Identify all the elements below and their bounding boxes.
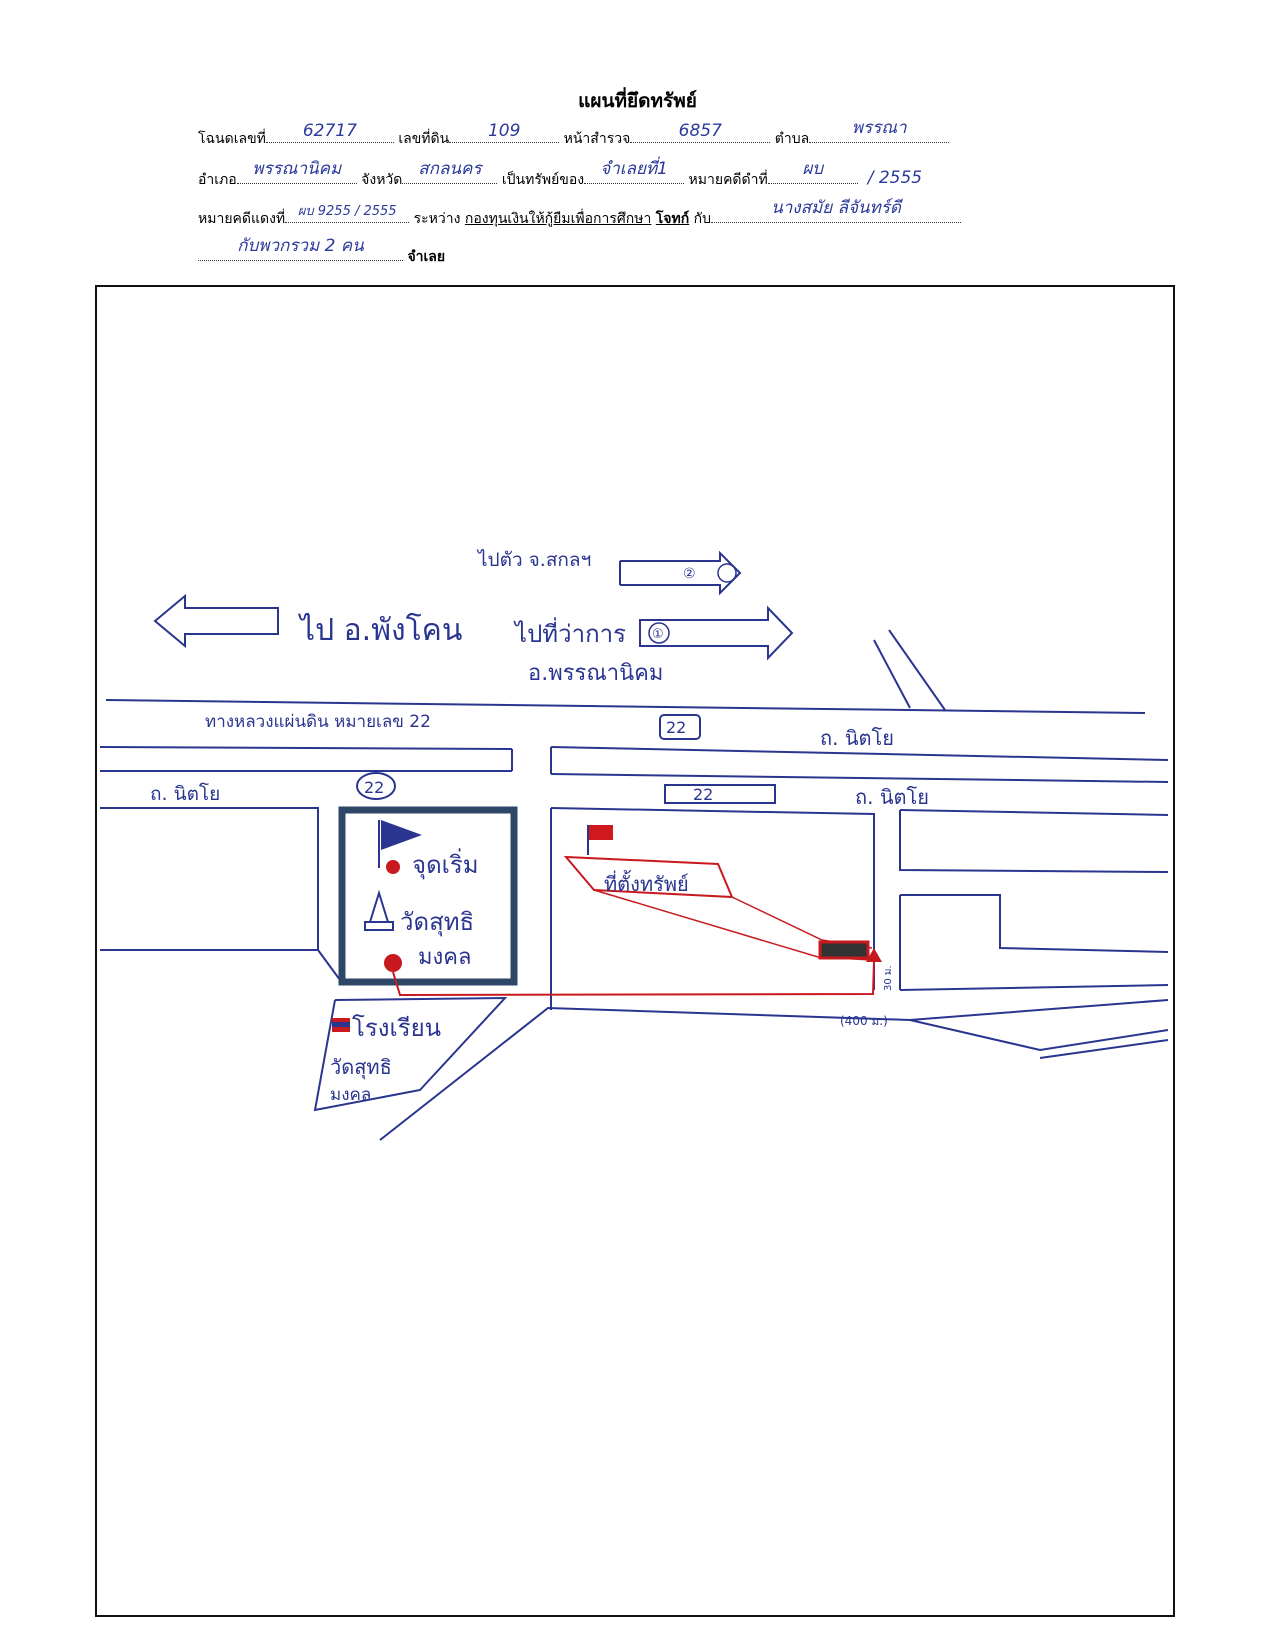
survey-label: หน้าสำรวจ bbox=[563, 131, 631, 147]
school-label: โรงเรียน bbox=[352, 1014, 441, 1042]
temple-name-1: วัดสุทธิ bbox=[400, 908, 474, 937]
black-case-year: / 2555 bbox=[867, 168, 923, 188]
arrow-left-icon bbox=[153, 593, 279, 649]
temple-marker bbox=[384, 954, 402, 972]
route-22-label-left: 22 bbox=[364, 778, 384, 797]
form-line-3: หมายคดีแดงที่ ผบ 9255 / 2555 ระหว่าง กองท… bbox=[198, 198, 962, 230]
route-22-box bbox=[664, 784, 776, 804]
deed-number: 62717 bbox=[302, 121, 357, 141]
to-phang-khon-label: ไป อ.พังโคน bbox=[298, 612, 462, 648]
highway-label: ทางหลวงแผ่นดิน หมายเลข 22 bbox=[205, 712, 431, 732]
short-distance-label: 30 ม. bbox=[883, 965, 894, 991]
survey-number: 6857 bbox=[678, 121, 722, 141]
district-value: พรรณานิคม bbox=[252, 159, 342, 179]
route-22-shield-top bbox=[659, 714, 701, 740]
arrow-to-sakon-icon bbox=[619, 550, 742, 596]
arrow-right-icon bbox=[639, 605, 794, 661]
property-marker bbox=[818, 940, 870, 960]
to-office-label-2: อ.พรรณานิคม bbox=[528, 661, 663, 686]
form-line-4: กับพวกรวม 2 คน จำเลย bbox=[198, 236, 446, 268]
district-label: อำเภอ bbox=[198, 172, 237, 188]
pagoda-icon bbox=[364, 889, 394, 931]
temple-name-2: มงคล bbox=[418, 945, 471, 970]
route-22-label-right: 22 bbox=[693, 785, 713, 804]
subdistrict-value: พรรณา bbox=[851, 118, 907, 138]
property-flag-icon bbox=[587, 825, 613, 855]
between-label: ระหว่าง bbox=[413, 211, 461, 227]
subdistrict-label: ตำบล bbox=[774, 131, 810, 147]
property-location-label: ที่ตั้งทรัพย์ bbox=[604, 870, 689, 896]
owner-value: จำเลยที่1 bbox=[600, 159, 668, 179]
to-sakon-label: ไปตัว จ.สกลฯ bbox=[476, 549, 591, 571]
defendant-role: จำเลย bbox=[407, 249, 446, 265]
plaintiff-role: โจทก์ bbox=[655, 211, 690, 227]
block-left bbox=[100, 807, 319, 951]
school-name-1: วัดสุทธิ bbox=[330, 1055, 392, 1080]
route-22-circle bbox=[356, 772, 396, 800]
owner-label: เป็นทรัพย์ของ bbox=[501, 172, 585, 188]
route-22-label-top: 22 bbox=[666, 718, 686, 737]
start-point-label: จุดเริ่ม bbox=[412, 848, 479, 880]
property-block bbox=[550, 807, 875, 990]
school-flag-icon bbox=[332, 1018, 350, 1032]
start-point-marker bbox=[386, 860, 400, 874]
school-block bbox=[313, 996, 508, 1112]
map-frame bbox=[95, 285, 1175, 1617]
deed-label: โฉนดเลขที่ bbox=[198, 131, 266, 147]
province-label: จังหวัด bbox=[361, 172, 403, 188]
circle-1-label: ① bbox=[652, 627, 664, 642]
land-number: 109 bbox=[487, 121, 521, 141]
defendant-extra: กับพวกรวม 2 คน bbox=[237, 236, 364, 256]
form-line-1: โฉนดเลขที่ 62717 เลขที่ดิน 109 หน้าสำรวจ 68… bbox=[198, 118, 950, 150]
temple-flag-icon bbox=[378, 820, 422, 868]
red-case-label: หมายคดีแดงที่ bbox=[198, 211, 286, 227]
black-case-value: ผบ bbox=[802, 159, 824, 179]
temple-block bbox=[338, 806, 518, 986]
defendant-name: นางสมัย ลีจันทร์ดี bbox=[771, 198, 901, 218]
road-nittayo-label-1: ถ. นิตโย bbox=[820, 726, 894, 750]
province-value: สกลนคร bbox=[418, 159, 482, 179]
road-nittayo-label-2: ถ. นิตโย bbox=[150, 782, 220, 805]
circle-2-label: ② bbox=[683, 566, 696, 582]
road-nittayo-label-3: ถ. นิตโย bbox=[855, 785, 929, 809]
red-case-value: ผบ 9255 / 2555 bbox=[297, 204, 397, 219]
school-name-2: มงคล bbox=[330, 1085, 371, 1105]
with-label: กับ bbox=[693, 211, 712, 227]
route-line bbox=[392, 961, 875, 997]
distance-label: (400 ม.) bbox=[840, 1014, 888, 1028]
page-title: แผนที่ยึดทรัพย์ bbox=[578, 90, 697, 112]
plaintiff-name: กองทุนเงินให้กู้ยืมเพื่อการศึกษา bbox=[464, 211, 652, 227]
to-office-label-1: ไปที่ว่าการ bbox=[513, 617, 626, 648]
black-case-label: หมายคดีดำที่ bbox=[688, 172, 768, 188]
form-line-2: อำเภอ พรรณานิคม จังหวัด สกลนคร เป็นทรัพย์ข… bbox=[198, 159, 923, 191]
land-no-label: เลขที่ดิน bbox=[398, 131, 450, 147]
